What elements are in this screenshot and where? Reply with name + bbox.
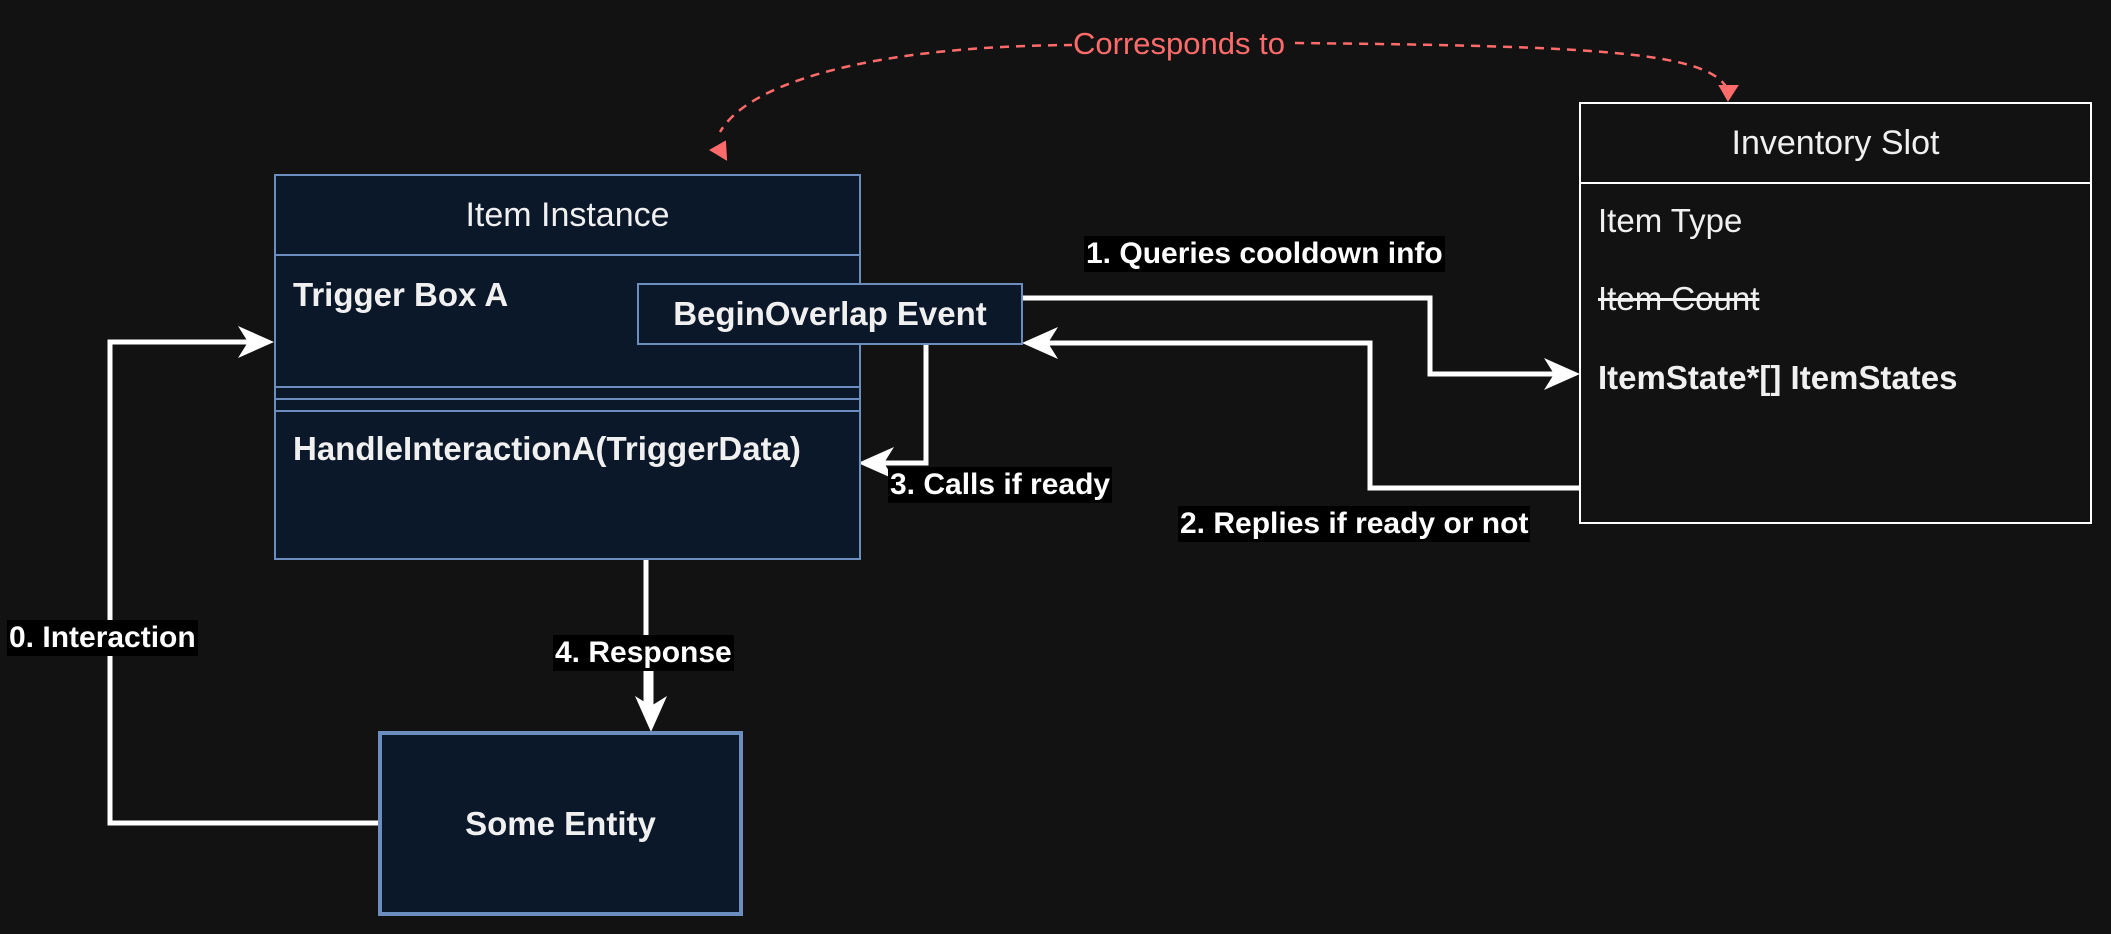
- item-instance-divider-3: [276, 410, 859, 412]
- interaction-connector: [107, 339, 378, 826]
- item-instance-divider-1: [276, 386, 859, 388]
- inventory-slot-title: Inventory Slot: [1731, 123, 1940, 162]
- item-states-field: ItemState*[] ItemStates: [1598, 359, 1958, 396]
- corresponds-arrowhead-right: [1718, 85, 1739, 102]
- item-instance-divider-2: [276, 398, 859, 400]
- calls-arrowhead: [858, 447, 894, 479]
- calls-if-ready-label: 3. Calls if ready: [888, 467, 1113, 503]
- item-instance-title: Item Instance: [465, 195, 670, 234]
- replies-label: 2. Replies if ready or not: [1178, 506, 1531, 542]
- interaction-arrowhead: [238, 326, 274, 358]
- item-type-field: Item Type: [1598, 202, 1743, 239]
- replies-connector: [1040, 340, 1580, 491]
- begin-overlap-event-label: BeginOverlap Event: [673, 295, 987, 332]
- response-arrowhead: [635, 696, 667, 732]
- corresponds-connector-right: [1294, 41, 1730, 91]
- begin-overlap-event-box[interactable]: BeginOverlap Event: [637, 283, 1023, 345]
- queries-arrowhead: [1544, 358, 1580, 390]
- queries-cooldown-label: 1. Queries cooldown info: [1084, 236, 1445, 272]
- corresponds-to-label: Corresponds to: [1072, 26, 1286, 61]
- corresponds-arrowhead-left: [709, 140, 728, 161]
- some-entity-label: Some Entity: [465, 804, 656, 842]
- response-label: 4. Response: [553, 635, 734, 671]
- replies-arrowhead: [1022, 327, 1058, 359]
- queries-connector: [1022, 295, 1562, 377]
- trigger-box-field: Trigger Box A: [293, 276, 509, 313]
- interaction-label: 0. Interaction: [7, 620, 198, 656]
- item-instance-title-divider: [276, 254, 859, 256]
- some-entity-box[interactable]: Some Entity: [378, 731, 743, 916]
- calls-connector: [878, 344, 929, 466]
- item-instance-class[interactable]: Item Instance Trigger Box A HandleIntera…: [274, 174, 861, 560]
- item-count-field: Item Count: [1598, 280, 1760, 317]
- inventory-slot-class[interactable]: Inventory Slot Item Type Item Count Item…: [1579, 102, 2092, 524]
- corresponds-connector: [718, 43, 1074, 133]
- handle-interaction-method: HandleInteractionA(TriggerData): [293, 430, 801, 467]
- inventory-slot-title-divider: [1581, 182, 2090, 184]
